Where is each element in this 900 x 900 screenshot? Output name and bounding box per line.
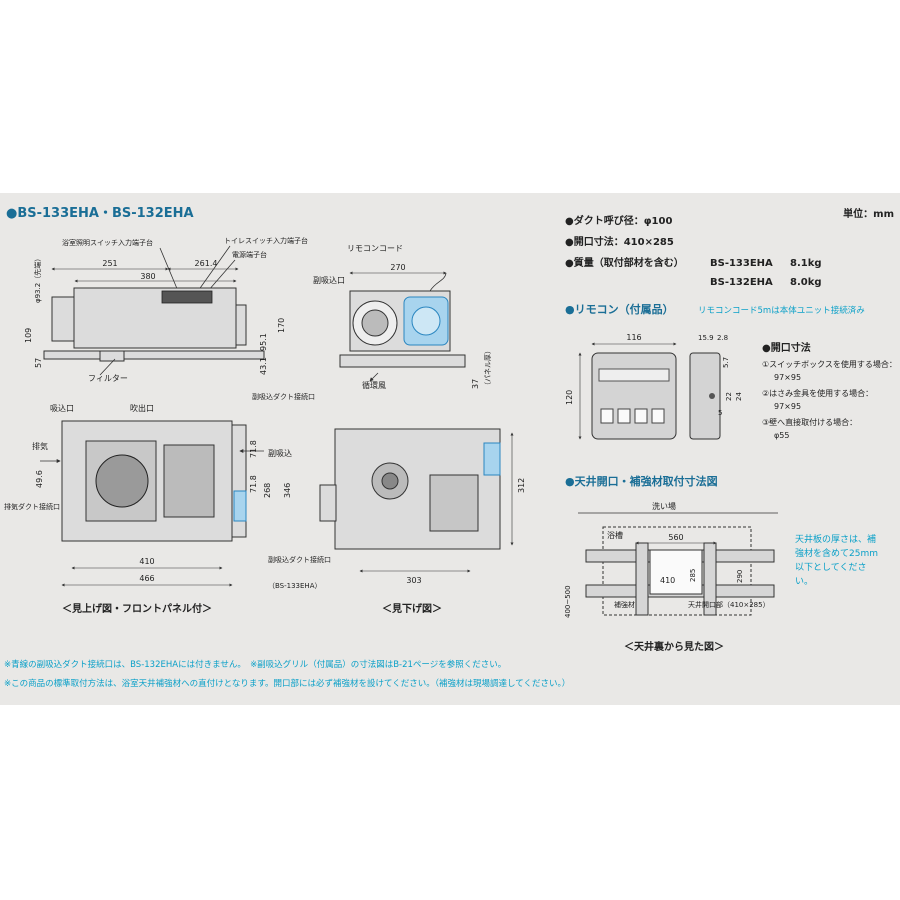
bottom-view: 吸込口 吹出口 副吸込ダクト接続口 排気 排気ダクト接続口 副吸込 副吸込ダクト… [4, 392, 331, 615]
remote-item-1-value: 97×95 [774, 373, 801, 382]
bath-switch-label: 浴室照明スイッチ入力端子台 [62, 238, 153, 247]
mass-value-1: 8.1kg [790, 258, 822, 269]
dim-251: 251 [102, 259, 117, 268]
circulation-label: 循環風 [362, 380, 386, 390]
panel-thickness-label: （パネル厚） [484, 347, 492, 389]
top-view-caption: ＜見下げ図＞ [382, 602, 442, 615]
bottom-view-caption: ＜見上げ図・フロントパネル付＞ [62, 602, 212, 615]
washroom-label: 洗い場 [652, 501, 676, 511]
drawing-sheet: ●BS-133EHA・BS-132EHA 単位：mm ●ダクト呼び径：φ100 … [0, 193, 900, 705]
sub-intake-arrow-label: 副吸込 [268, 449, 292, 458]
sub-duct-label: 副吸込ダクト接続口 [252, 392, 315, 401]
mass-model-1: BS-133EHA [710, 258, 773, 269]
dim-466: 466 [139, 574, 154, 583]
remote-item-1: ①スイッチボックスを使用する場合： [762, 359, 897, 369]
ceiling-dim-560: 560 [668, 533, 683, 542]
remote-width: 116 [626, 333, 641, 342]
front-view: リモコンコード 副吸込口 270 循環風 37 （パネル厚） [313, 244, 492, 390]
ceiling-section: ●天井開口・補強材取付寸法図 洗い場 浴槽 560 410 285 290 40… [564, 474, 778, 653]
ceiling-dim-285: 285 [689, 569, 697, 582]
remote-height: 120 [565, 390, 574, 405]
ceiling-opening-label: 天井開口部（410×285） [688, 600, 770, 609]
remote-section: ●リモコン（付属品） リモコンコード5mは本体ユニット接続済み 116 120 … [565, 302, 897, 440]
opening-size-title: ●開口寸法 [762, 341, 811, 354]
remote-item-3-value: φ55 [774, 431, 789, 440]
model-note: （BS-133EHA） [268, 582, 321, 590]
remote-heading: ●リモコン（付属品） [565, 302, 674, 316]
ceiling-heading: ●天井開口・補強材取付寸法図 [565, 474, 718, 488]
bathtub-label: 浴槽 [607, 530, 623, 540]
toilet-switch-label: トイレスイッチ入力端子台 [224, 236, 308, 245]
duct-spec: ●ダクト呼び径：φ100 [565, 214, 672, 227]
dimension-drawing: ●BS-133EHA・BS-132EHA 単位：mm ●ダクト呼び径：φ100 … [4, 206, 897, 653]
remote-dim-5: 5 [718, 409, 722, 417]
unit-label: 単位：mm [843, 207, 894, 220]
mass-model-2: BS-132EHA [710, 277, 773, 288]
dim-380: 380 [140, 272, 155, 281]
remote-note: リモコンコード5mは本体ユニット接続済み [698, 305, 865, 316]
ceiling-dim-410: 410 [660, 576, 675, 585]
exhaust-duct-label: 排気ダクト接続口 [4, 502, 60, 511]
intake-label: 吸込口 [50, 404, 74, 413]
remote-dim-24: 24 [735, 392, 743, 401]
remote-dim-2-8: 2.8 [717, 334, 728, 342]
dim-170: 170 [277, 318, 286, 333]
duct-dia-label: φ93.2（先端） [33, 255, 42, 303]
ceiling-range: 400~500 [564, 585, 572, 618]
ceiling-dim-290: 290 [736, 570, 744, 583]
remote-dim-5-7: 5.7 [722, 357, 730, 368]
remote-item-2-value: 97×95 [774, 402, 801, 411]
opening-spec: ●開口寸法：410×285 [565, 235, 674, 248]
remote-dim-22: 22 [725, 392, 733, 401]
dim-312: 312 [517, 478, 526, 493]
side-view: 浴室照明スイッチ入力端子台 トイレスイッチ入力端子台 電源端子台 251 261… [24, 236, 308, 383]
dim-303: 303 [406, 576, 421, 585]
power-terminal-label: 電源端子台 [232, 250, 267, 259]
sub-duct-label-2: 副吸込ダクト接続口 [268, 555, 331, 564]
dim-71a: 71.8 [249, 475, 258, 493]
dim-43: 43.1 [259, 357, 268, 375]
remote-cord-label: リモコンコード [347, 244, 403, 253]
remote-item-2: ②はさみ金具を使用する場合： [762, 388, 873, 398]
dim-109: 109 [24, 328, 33, 343]
dim-410: 410 [139, 557, 154, 566]
mass-value-2: 8.0kg [790, 277, 822, 288]
dim-57: 57 [34, 358, 43, 368]
note-line-1: ※青線の副吸込ダクト接続口は、BS-132EHAには付きません。 ※副吸込グリル… [4, 660, 507, 670]
top-view: 303 312 ＜見下げ図＞ [319, 428, 526, 615]
ceiling-caption: ＜天井裏から見た図＞ [624, 640, 724, 653]
ceiling-thickness-note: 天井板の厚さは、補強材を含めて25mm以下としてください。 [795, 535, 878, 587]
remote-item-3: ③壁へ直接取付ける場合： [762, 417, 857, 427]
outlet-label: 吹出口 [130, 403, 154, 413]
mass-label: ●質量（取付部材を含む） [565, 256, 684, 269]
spec-block: ●ダクト呼び径：φ100 ●開口寸法：410×285 ●質量（取付部材を含む） … [565, 214, 822, 288]
filter-label: フィルター [88, 374, 128, 383]
dim-95: 95.1 [259, 333, 268, 351]
dim-270: 270 [390, 263, 405, 272]
page-title: ●BS-133EHA・BS-132EHA [6, 206, 194, 221]
dim-346: 346 [283, 483, 292, 498]
dim-261: 261.4 [195, 259, 218, 268]
note-line-2: ※この商品の標準取付方法は、浴室天井補強材への直付けとなります。開口部には必ず補… [4, 679, 571, 689]
reinforce-label: 補強材 [614, 600, 635, 609]
dim-268: 268 [263, 483, 272, 498]
dim-71b: 71.8 [249, 440, 258, 458]
exhaust-label: 排気 [32, 441, 48, 451]
dim-49: 49.6 [35, 470, 44, 488]
dim-37: 37 [471, 379, 480, 389]
remote-dim-15: 15.9 [698, 334, 714, 342]
sub-intake-label: 副吸込口 [313, 276, 345, 285]
